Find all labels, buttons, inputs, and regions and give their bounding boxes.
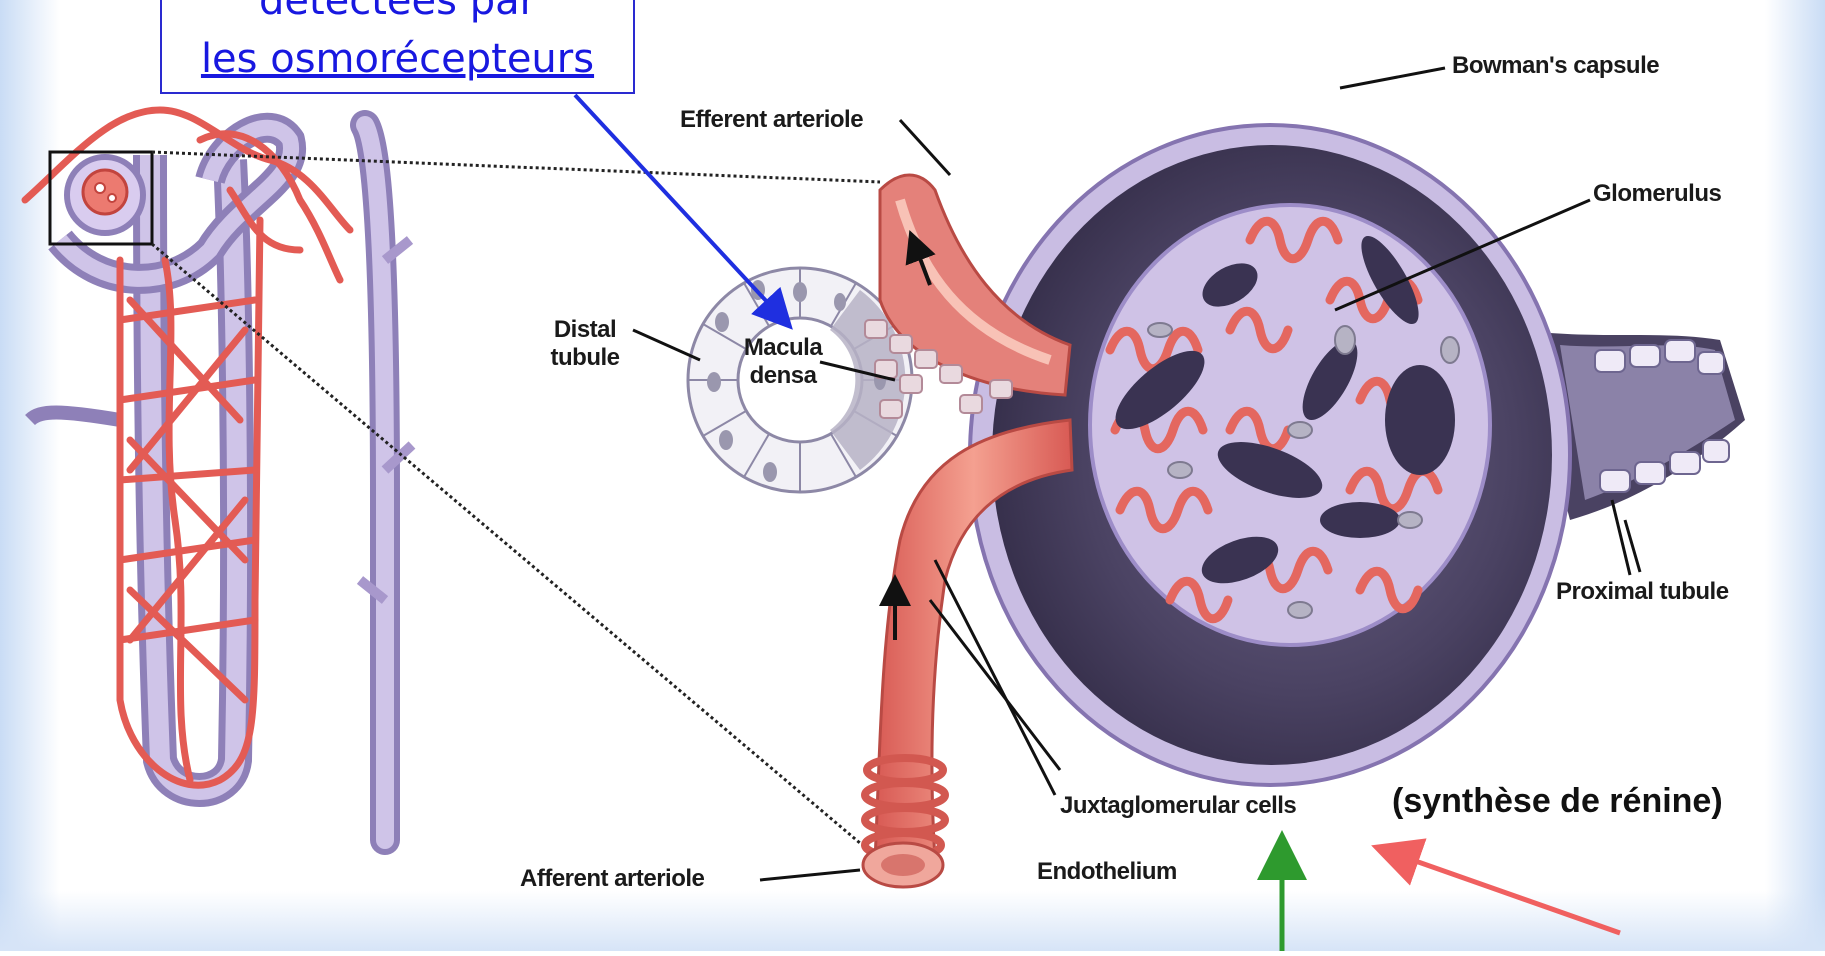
callout-line-1: détectées par (162, 0, 633, 24)
label-macula-densa: Macula densa (738, 334, 828, 389)
label-distal-tubule-line-2: tubule (540, 344, 630, 372)
label-macula-densa-line-1: Macula (738, 334, 828, 362)
label-bowmans-capsule: Bowman's capsule (1452, 52, 1659, 80)
label-proximal-tubule: Proximal tubule (1556, 578, 1729, 606)
renin-synthesis-note: (synthèse de rénine) (1392, 782, 1723, 821)
label-juxtaglomerular-cells: Juxtaglomerular cells (1060, 792, 1296, 820)
callout-line-2: les osmorécepteurs (162, 36, 633, 82)
label-endothelium: Endothelium (1037, 858, 1177, 886)
label-efferent-arteriole: Efferent arteriole (680, 106, 863, 134)
osmoreceptor-callout: détectées par les osmorécepteurs (160, 0, 635, 94)
label-distal-tubule: Distal tubule (540, 316, 630, 371)
label-macula-densa-line-2: densa (738, 362, 828, 390)
red-arrow (1390, 852, 1620, 933)
nephron-overview (25, 110, 412, 840)
label-afferent-arteriole: Afferent arteriole (520, 865, 704, 893)
label-glomerulus: Glomerulus (1593, 180, 1721, 208)
renal-corpuscle (970, 125, 1745, 785)
label-distal-tubule-line-1: Distal (540, 316, 630, 344)
